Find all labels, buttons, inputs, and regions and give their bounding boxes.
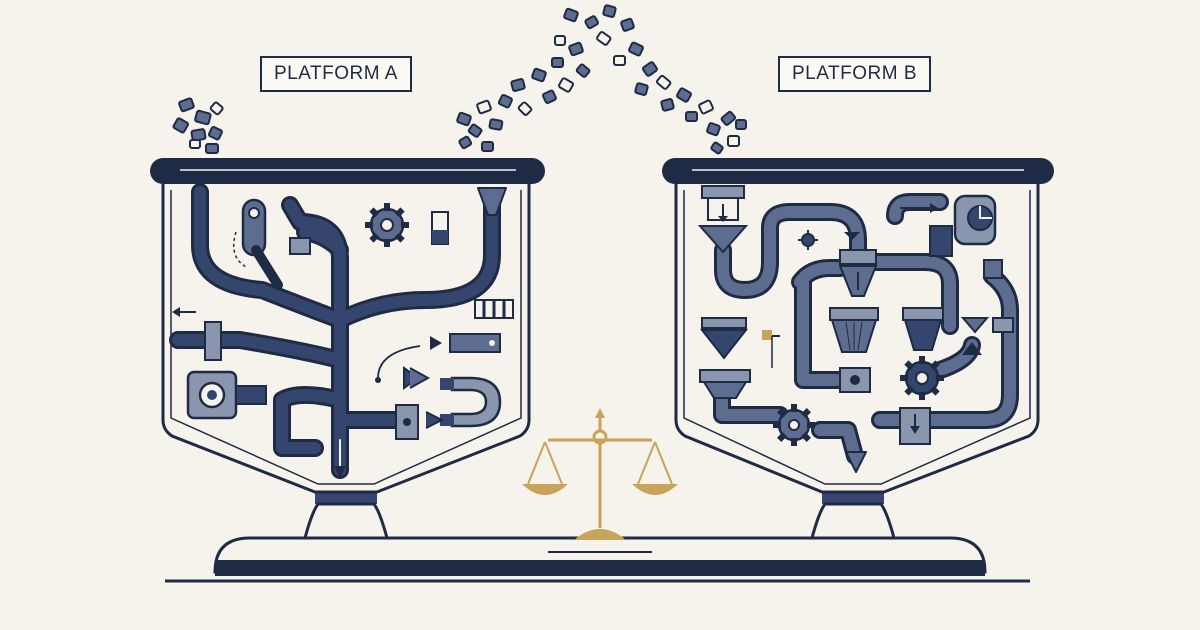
- arrow-icon: [172, 307, 196, 317]
- base-stand: [165, 492, 1030, 583]
- balance-scale-icon: [522, 408, 678, 540]
- platform-a-label: PLATFORM A: [260, 56, 412, 92]
- lever-icon: [233, 198, 283, 290]
- gear-icon: [773, 404, 815, 446]
- pipe-network-a: [169, 183, 507, 479]
- pump-icon: [953, 194, 997, 246]
- funnel-icon: [697, 185, 749, 254]
- gear-icon: [798, 230, 818, 250]
- magnet-icon: [440, 376, 502, 428]
- components-a: [172, 198, 514, 440]
- filter-icon: [829, 307, 944, 353]
- funnel-icon: [838, 249, 878, 297]
- gear-icon: [900, 356, 944, 400]
- platform-b-label: PLATFORM B: [778, 56, 931, 92]
- components-b: [697, 185, 1014, 446]
- motor-icon: [186, 370, 267, 420]
- gear-icon: [365, 203, 409, 247]
- funnel-icon: [699, 317, 751, 399]
- arrow-icon: [844, 203, 982, 355]
- data-fragments: [172, 4, 747, 155]
